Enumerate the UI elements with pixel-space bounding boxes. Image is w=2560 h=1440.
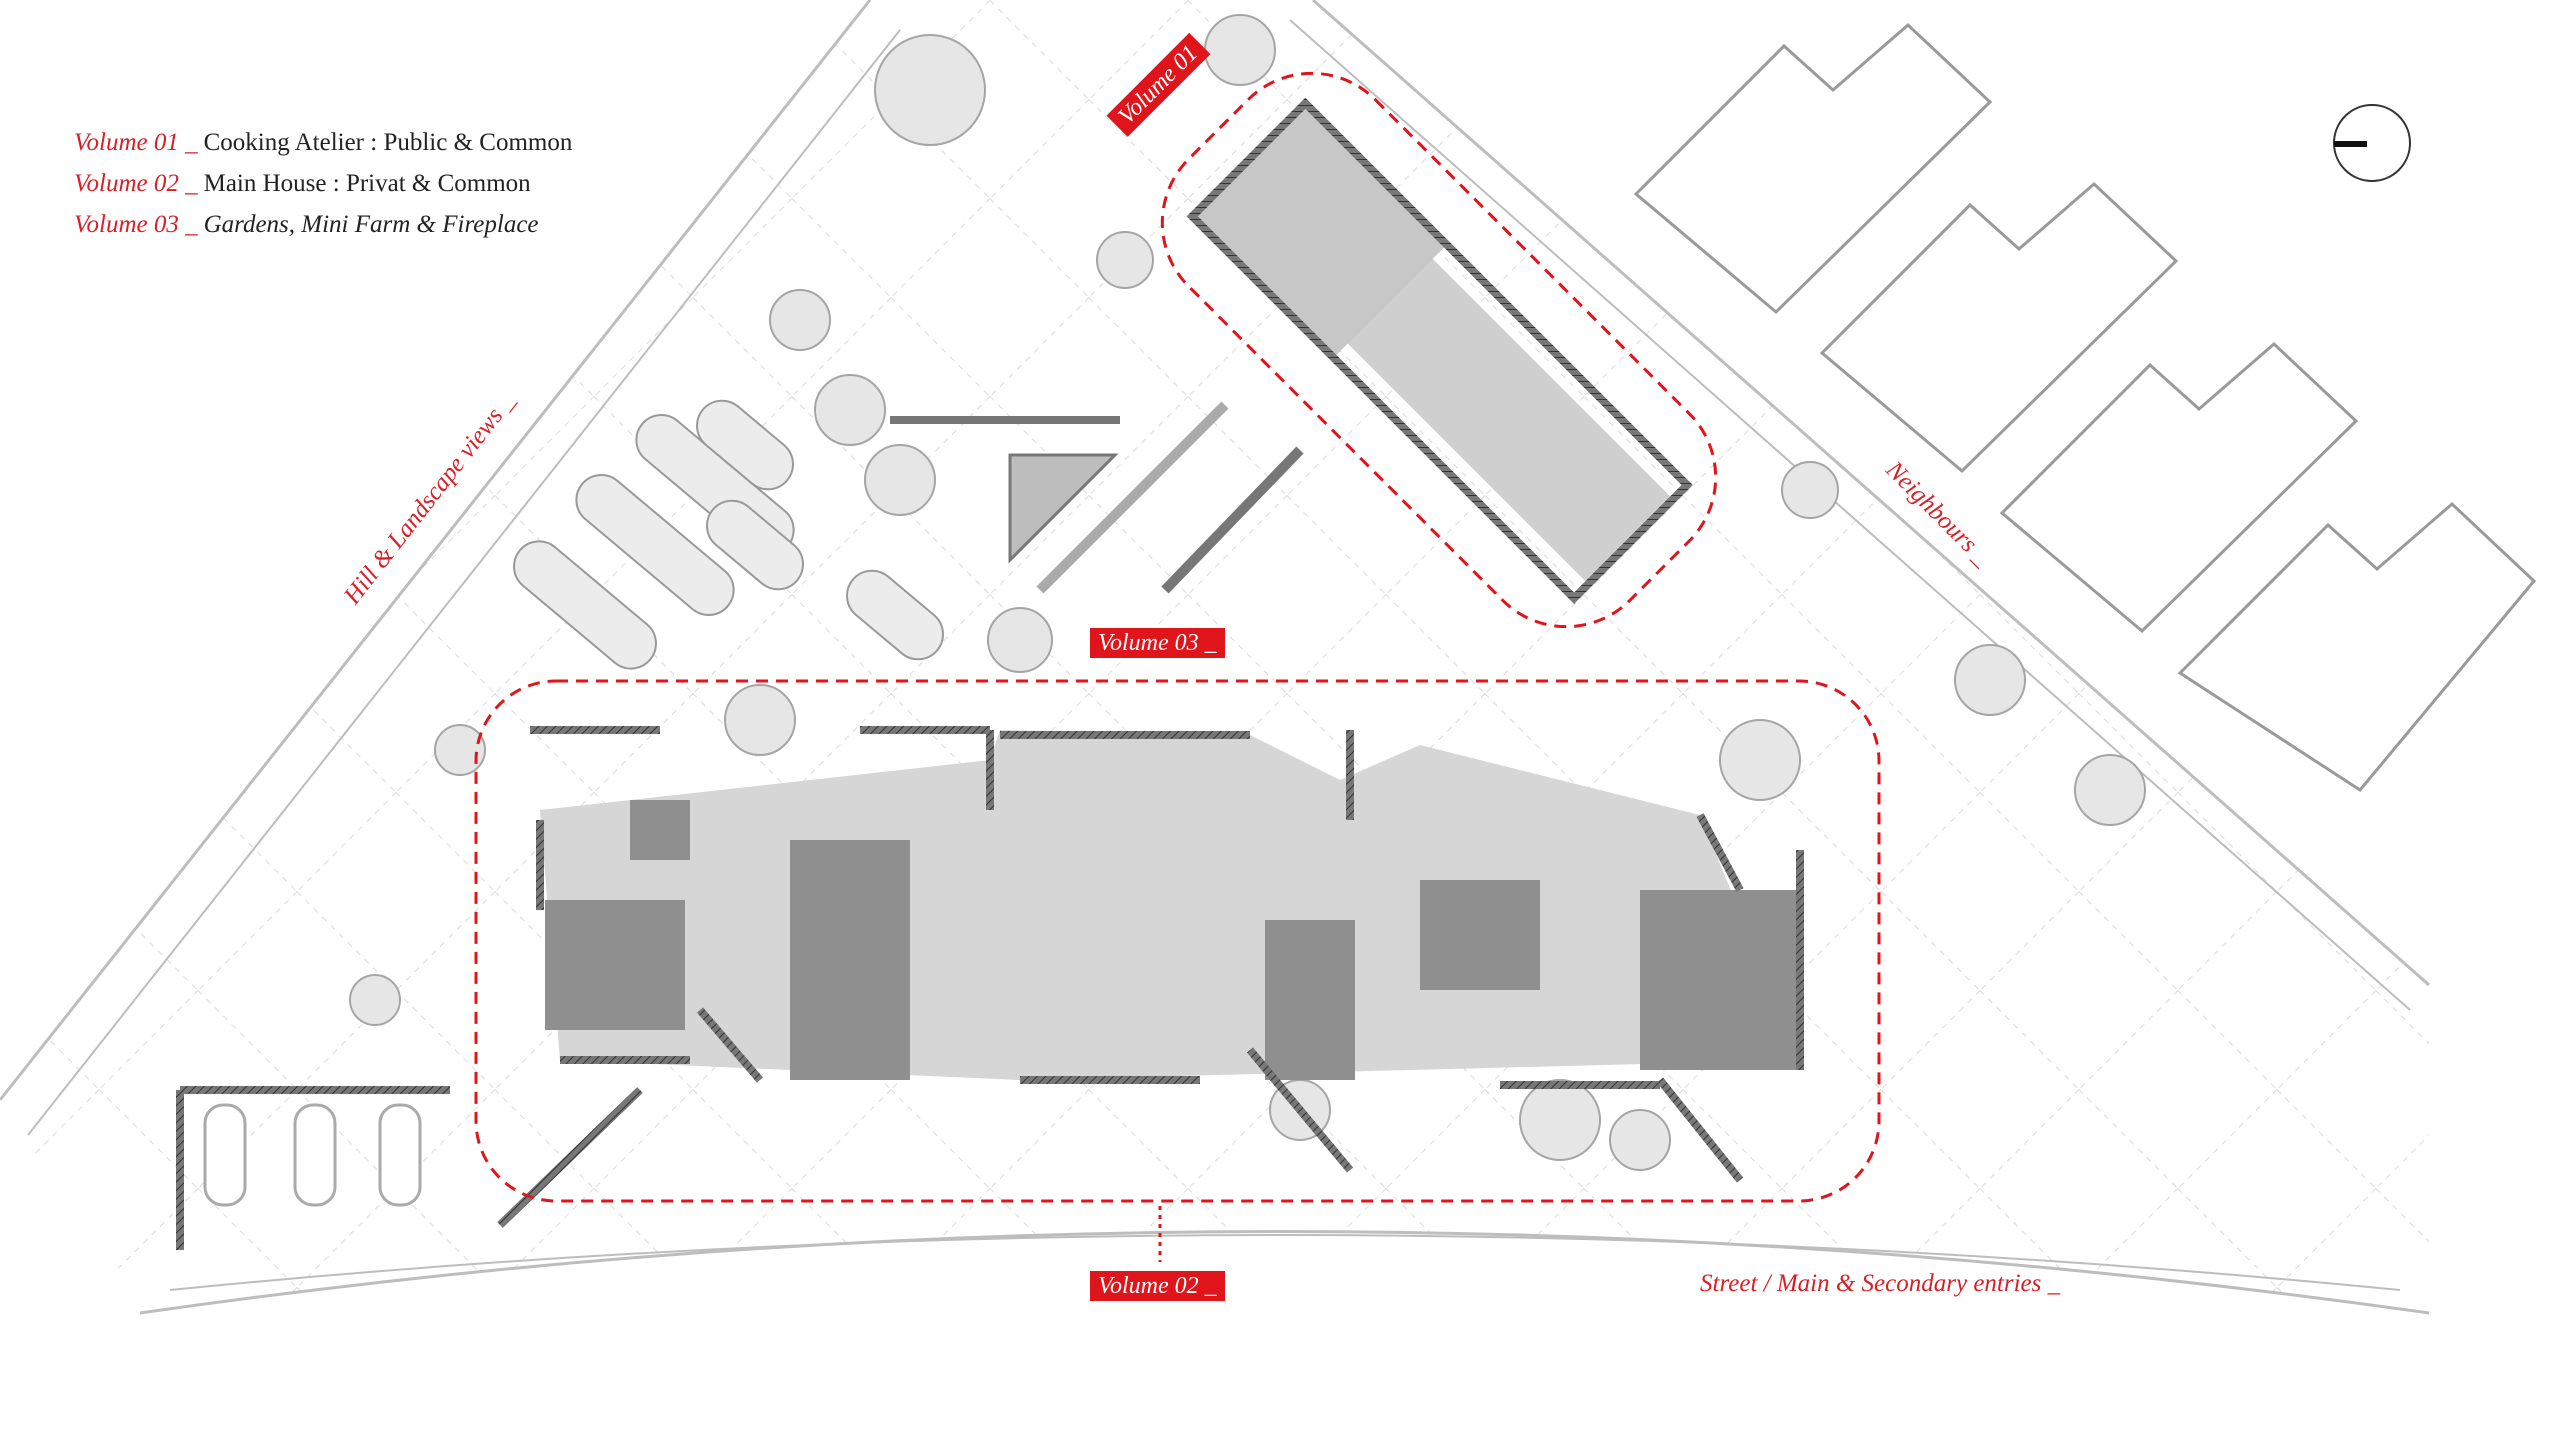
volume-02-building: [497, 726, 1804, 1228]
legend-description: Cooking Atelier : Public & Common: [203, 129, 573, 156]
volume-02-tag: Volume 02 _: [1090, 1271, 1225, 1301]
parking: [176, 1086, 450, 1250]
neighbour-buildings: [1633, 22, 2537, 792]
legend-row-volume-03: Volume 03 _Gardens, Mini Farm & Fireplac…: [74, 204, 572, 245]
volume-03-tag: Volume 03 _: [1090, 628, 1225, 658]
trees: [349, 14, 2146, 1171]
volume-01-building: [1186, 97, 1693, 604]
volume-02-outline: [474, 679, 1881, 1203]
legend-description: Main House : Privat & Common: [203, 170, 531, 197]
north-arrow-icon: [2333, 104, 2411, 182]
legend-volume-label: Volume 01 _: [74, 129, 198, 156]
legend-volume-label: Volume 02 _: [74, 170, 198, 197]
fireplace-area: [890, 401, 1304, 594]
legend-row-volume-01: Volume 01 _Cooking Atelier : Public & Co…: [74, 122, 572, 163]
legend-volume-label: Volume 03 _: [74, 211, 198, 238]
legend-row-volume-02: Volume 02 _Main House : Privat & Common: [74, 163, 572, 204]
legend: Volume 01 _Cooking Atelier : Public & Co…: [74, 122, 572, 245]
farm-beds: [513, 399, 944, 670]
volume-01-outline: [1160, 71, 1718, 629]
street-entries-label: Street / Main & Secondary entries _: [1700, 1270, 2061, 1297]
legend-description: Gardens, Mini Farm & Fireplace: [203, 211, 539, 238]
site-boundaries: [0, 0, 2430, 1315]
